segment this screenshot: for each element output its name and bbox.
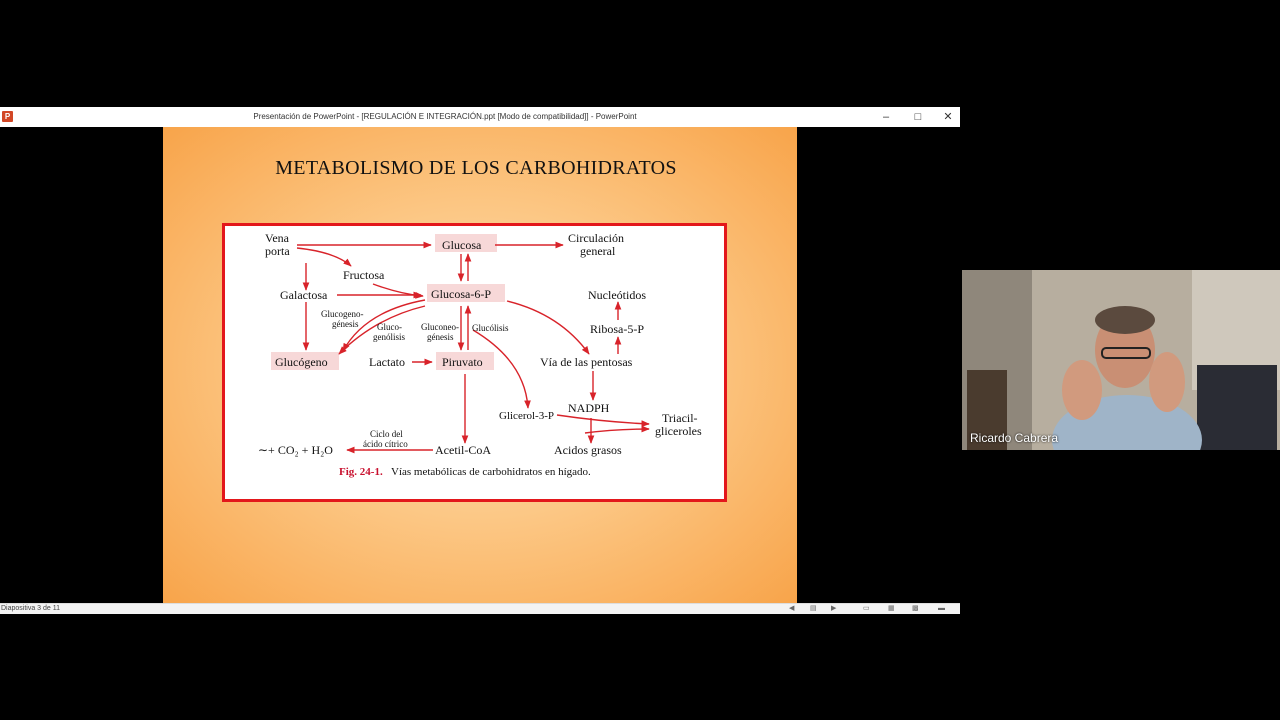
maximize-button[interactable]: □ (914, 111, 922, 123)
label-via-pentosas: Vía de las pentosas (540, 355, 633, 369)
label-circulacion: Circulación (568, 231, 624, 245)
label-triacil: Triacil- (662, 411, 698, 425)
label-ciclo: Ciclo del (370, 429, 403, 439)
label-general: general (580, 244, 616, 258)
label-nucleotidos: Nucleótidos (588, 288, 646, 302)
reading-view-icon[interactable]: ▩ (912, 605, 919, 612)
metabolism-diagram: Vena porta Glucosa Circulación general F… (222, 223, 727, 502)
label-vena: Vena (265, 231, 290, 245)
next-icon[interactable]: ▶ (831, 605, 837, 612)
menu-icon[interactable]: ▤ (810, 605, 817, 612)
normal-view-icon[interactable]: ▭ (863, 605, 870, 612)
label-glucogenogenesis-1: Glucogeno- (321, 309, 364, 319)
glucosa-highlight (435, 234, 497, 252)
slide[interactable]: METABOLISMO DE LOS CARBOHIDRATOS (163, 127, 797, 603)
label-gluconeogenesis-1: Gluconeo- (421, 322, 459, 332)
participant-video[interactable]: Ricardo Cabrera (962, 270, 1280, 450)
slideshow-icon[interactable]: ▬ (938, 605, 945, 612)
label-acidos-grasos: Acidos grasos (554, 443, 622, 457)
caption-fig-number: Fig. 24-1. (339, 466, 383, 478)
diagram-svg: Vena porta Glucosa Circulación general F… (258, 231, 702, 478)
powerpoint-icon: P (2, 111, 13, 122)
close-button[interactable]: ✕ (943, 111, 953, 123)
status-bar: Diapositiva 3 de 11 ◀ ▤ ▶ ▭ ▦ ▩ ▬ (0, 603, 960, 614)
title-bar: P Presentación de PowerPoint - [REGULACI… (0, 107, 960, 128)
label-acetil-coa: Acetil-CoA (435, 443, 491, 457)
slide-sorter-icon[interactable]: ▦ (888, 605, 895, 612)
glucogeno-highlight (271, 352, 339, 370)
pathway-arrows (296, 241, 650, 454)
slide-title: METABOLISMO DE LOS CARBOHIDRATOS (275, 157, 677, 179)
caption-text: Vías metabólicas de carbohidratos en híg… (391, 466, 591, 478)
label-glucogenogenesis-2: génesis (332, 319, 359, 329)
slide-stage: METABOLISMO DE LOS CARBOHIDRATOS (0, 127, 960, 603)
label-glucolisis: Glucólisis (472, 323, 509, 333)
previous-icon[interactable]: ◀ (789, 605, 795, 612)
participant-name: Ricardo Cabrera (970, 431, 1059, 445)
label-co2-h2o: ∼+ CO₂ + H₂O (258, 443, 333, 457)
label-fructosa: Fructosa (343, 268, 385, 282)
label-porta: porta (265, 244, 290, 258)
label-glucosa6p: Glucosa-6-P (431, 287, 491, 301)
glucosa6p-highlight (427, 284, 505, 302)
label-gluconeogenesis-2: génesis (427, 332, 454, 342)
label-gliceroles: gliceroles (655, 424, 702, 438)
label-glucogenolisis-1: Gluco- (377, 322, 402, 332)
participant-video-frame (962, 270, 1280, 450)
minimize-button[interactable]: – (882, 111, 890, 123)
label-glucogenolisis-2: genólisis (373, 332, 405, 342)
label-glucogeno: Glucógeno (275, 355, 328, 369)
window-title: Presentación de PowerPoint - [REGULACIÓN… (253, 112, 637, 121)
label-nadph: NADPH (568, 401, 610, 415)
label-acido-citrico: ácido cítrico (363, 439, 408, 449)
label-glicerol: Glicerol-3-P (499, 410, 554, 422)
label-glucosa: Glucosa (442, 238, 482, 252)
slide-counter: Diapositiva 3 de 11 (1, 605, 61, 612)
label-galactosa: Galactosa (280, 288, 328, 302)
piruvato-highlight (436, 352, 494, 370)
label-piruvato: Piruvato (442, 355, 483, 369)
label-lactato: Lactato (369, 355, 405, 369)
powerpoint-window: P Presentación de PowerPoint - [REGULACI… (0, 107, 960, 614)
label-ribosa: Ribosa-5-P (590, 322, 644, 336)
